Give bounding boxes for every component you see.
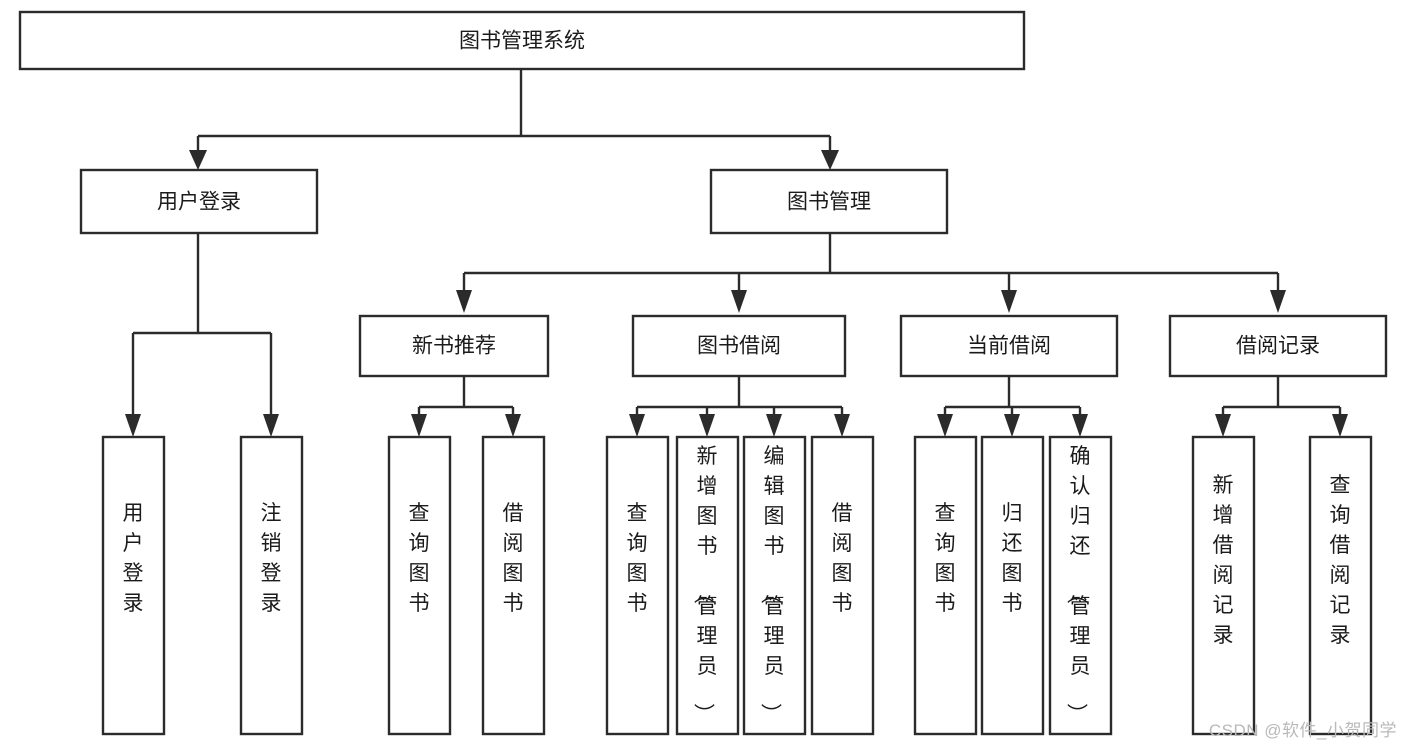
node-leaf-query-book-1[interactable]: 查询图书 bbox=[387, 435, 452, 736]
node-leaf-borrow-book-1[interactable]: 借阅图书 bbox=[481, 435, 546, 736]
node-borrow-record-box[interactable] bbox=[1168, 314, 1388, 378]
node-leaf-edit-book-label: 编辑图书（管理员） bbox=[759, 445, 785, 724]
node-leaf-query-book-1-box[interactable] bbox=[387, 435, 452, 736]
arrow-head-leaf-query-book-1 bbox=[411, 414, 427, 437]
node-root[interactable]: 图书管理系统 bbox=[18, 10, 1026, 71]
arrow-head-new-book-rec bbox=[456, 290, 472, 313]
node-leaf-query-book-1-label: 查询图书 bbox=[409, 502, 430, 615]
node-leaf-logout-label: 注销登录 bbox=[261, 502, 282, 615]
node-leaf-user-login[interactable]: 用户登录 bbox=[101, 435, 166, 736]
node-current-borrow[interactable]: 当前借阅 bbox=[899, 314, 1119, 378]
node-leaf-return-book-label: 归还图书 bbox=[1002, 502, 1023, 615]
arrow-head-user-login bbox=[189, 150, 207, 170]
node-current-borrow-label: 当前借阅 bbox=[967, 335, 1051, 358]
arrow-head-leaf-edit-book bbox=[766, 414, 782, 437]
arrow-head-borrow-record bbox=[1270, 290, 1286, 313]
arrow-head-leaf-query-record bbox=[1332, 414, 1348, 437]
node-leaf-query-record[interactable]: 查询借阅记录 bbox=[1308, 435, 1373, 736]
node-leaf-query-book-3[interactable]: 查询图书 bbox=[913, 435, 978, 736]
node-leaf-add-book[interactable]: 新增图书（管理员） bbox=[675, 435, 740, 736]
arrow-head-leaf-add-book bbox=[699, 414, 715, 437]
node-book-manage-label: 图书管理 bbox=[787, 191, 871, 214]
node-leaf-query-book-2-label: 查询图书 bbox=[627, 502, 648, 615]
arrow-head-leaf-borrow-book-2 bbox=[834, 414, 850, 437]
node-leaf-logout-box[interactable] bbox=[239, 435, 304, 736]
arrow-head-leaf-query-book-3 bbox=[937, 414, 953, 437]
arrow-head-leaf-return-book bbox=[1004, 414, 1020, 437]
node-new-book-rec-label: 新书推荐 bbox=[412, 335, 496, 358]
node-leaf-add-record[interactable]: 新增借阅记录 bbox=[1191, 435, 1256, 736]
node-new-book-rec-box[interactable] bbox=[358, 314, 550, 378]
node-root-box[interactable] bbox=[18, 10, 1026, 71]
node-leaf-query-book-3-box[interactable] bbox=[913, 435, 978, 736]
node-leaf-logout[interactable]: 注销登录 bbox=[239, 435, 304, 736]
node-leaf-return-book[interactable]: 归还图书 bbox=[980, 435, 1045, 736]
node-borrow-record-label: 借阅记录 bbox=[1236, 335, 1320, 358]
node-book-manage-box[interactable] bbox=[709, 168, 949, 235]
node-leaf-edit-book-box[interactable] bbox=[742, 435, 807, 736]
node-leaf-borrow-book-2-label: 借阅图书 bbox=[832, 502, 853, 615]
node-leaf-confirm-return-box[interactable] bbox=[1048, 435, 1113, 736]
node-leaf-query-book-2-box[interactable] bbox=[605, 435, 670, 736]
arrow-head-book-borrow bbox=[731, 290, 747, 313]
node-book-borrow[interactable]: 图书借阅 bbox=[631, 314, 847, 378]
node-leaf-add-record-label: 新增借阅记录 bbox=[1213, 474, 1234, 647]
connector-layer bbox=[125, 69, 1348, 437]
arrow-head-leaf-logout bbox=[263, 414, 279, 437]
arrow-head-book-manage bbox=[821, 150, 839, 170]
node-user-login-label: 用户登录 bbox=[157, 191, 241, 214]
node-leaf-borrow-book-2-box[interactable] bbox=[810, 435, 875, 736]
node-current-borrow-box[interactable] bbox=[899, 314, 1119, 378]
node-user-login[interactable]: 用户登录 bbox=[79, 168, 319, 235]
node-leaf-return-book-box[interactable] bbox=[980, 435, 1045, 736]
node-leaf-query-record-box[interactable] bbox=[1308, 435, 1373, 736]
node-leaf-add-book-box[interactable] bbox=[675, 435, 740, 736]
node-leaf-edit-book[interactable]: 编辑图书（管理员） bbox=[742, 435, 807, 736]
arrow-head-leaf-add-record bbox=[1215, 414, 1231, 437]
node-book-manage[interactable]: 图书管理 bbox=[709, 168, 949, 235]
arrow-head-leaf-borrow-book-1 bbox=[505, 414, 521, 437]
node-leaf-borrow-book-1-label: 借阅图书 bbox=[503, 502, 524, 615]
node-root-label: 图书管理系统 bbox=[459, 30, 585, 53]
node-leaf-query-book-2[interactable]: 查询图书 bbox=[605, 435, 670, 736]
arrow-head-current-borrow bbox=[1001, 290, 1017, 313]
node-user-login-box[interactable] bbox=[79, 168, 319, 235]
arrow-head-leaf-query-book-2 bbox=[629, 414, 645, 437]
node-leaf-borrow-book-1-box[interactable] bbox=[481, 435, 546, 736]
node-leaf-add-book-label: 新增图书（管理员） bbox=[692, 445, 718, 724]
node-book-borrow-label: 图书借阅 bbox=[697, 335, 781, 358]
node-leaf-add-record-box[interactable] bbox=[1191, 435, 1256, 736]
node-leaf-user-login-label: 用户登录 bbox=[123, 502, 144, 615]
node-new-book-rec[interactable]: 新书推荐 bbox=[358, 314, 550, 378]
csdn-watermark: CSDN @软件_小贺同学 bbox=[1208, 721, 1397, 740]
node-leaf-query-book-3-label: 查询图书 bbox=[935, 502, 956, 615]
node-leaf-confirm-return-label: 确认归还（管理员） bbox=[1065, 445, 1091, 724]
arrow-head-leaf-confirm-return bbox=[1072, 414, 1088, 437]
node-leaf-query-record-label: 查询借阅记录 bbox=[1330, 474, 1351, 647]
node-leaf-borrow-book-2[interactable]: 借阅图书 bbox=[810, 435, 875, 736]
node-borrow-record[interactable]: 借阅记录 bbox=[1168, 314, 1388, 378]
node-book-borrow-box[interactable] bbox=[631, 314, 847, 378]
node-leaf-user-login-box[interactable] bbox=[101, 435, 166, 736]
arrow-head-leaf-user-login bbox=[125, 414, 141, 437]
node-leaf-confirm-return[interactable]: 确认归还（管理员） bbox=[1048, 435, 1113, 736]
